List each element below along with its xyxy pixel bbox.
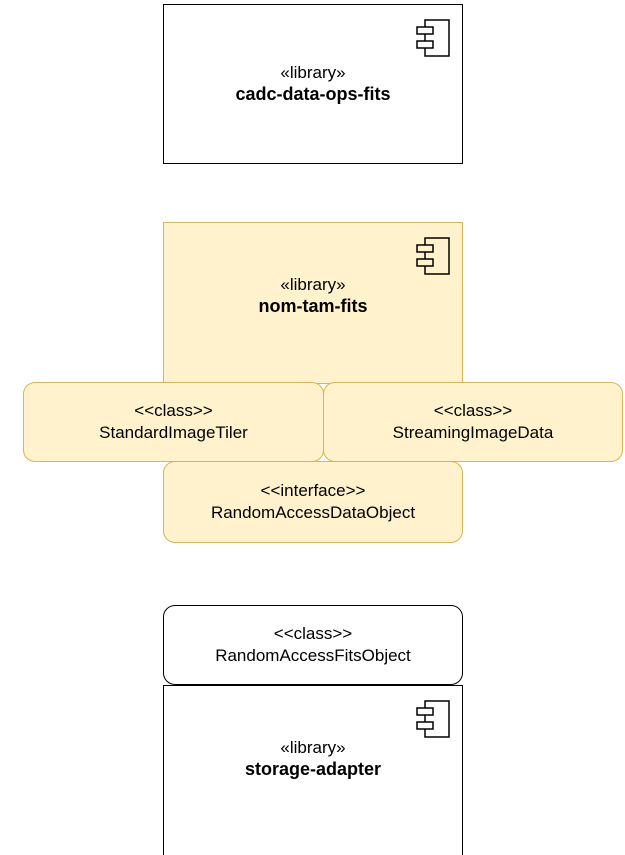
class-random-access-fits-object: <<class>> RandomAccessFitsObject	[163, 605, 463, 685]
component-cadc-data-ops-fits: «library» cadc-data-ops-fits	[163, 4, 463, 164]
component-stereotype: «library»	[280, 738, 346, 757]
component-icon	[416, 700, 450, 738]
component-name: storage-adapter	[244, 759, 382, 779]
class-stereotype: <<class>>	[134, 401, 213, 420]
class-name: StandardImageTiler	[99, 423, 248, 442]
class-name: RandomAccessFitsObject	[215, 646, 411, 665]
class-streaming-image-data: <<class>> StreamingImageData	[323, 382, 623, 462]
class-stereotype: <<class>>	[433, 401, 513, 420]
interface-random-access-data-object: <<interface>> RandomAccessDataObject	[163, 461, 463, 543]
component-stereotype: «library»	[280, 275, 346, 294]
component-icon	[416, 19, 450, 57]
class-name: StreamingImageData	[392, 423, 554, 442]
component-name: nom-tam-fits	[258, 296, 368, 316]
component-storage-adapter: «library» storage-adapter	[163, 685, 463, 855]
class-stereotype: <<interface>>	[260, 481, 366, 500]
component-icon	[416, 237, 450, 275]
component-name: cadc-data-ops-fits	[235, 84, 391, 104]
class-name: RandomAccessDataObject	[210, 503, 416, 522]
component-nom-tam-fits: «library» nom-tam-fits	[163, 222, 463, 384]
class-stereotype: <<class>>	[273, 624, 353, 643]
class-standard-image-tiler: <<class>> StandardImageTiler	[23, 382, 324, 462]
component-stereotype: «library»	[280, 63, 346, 82]
